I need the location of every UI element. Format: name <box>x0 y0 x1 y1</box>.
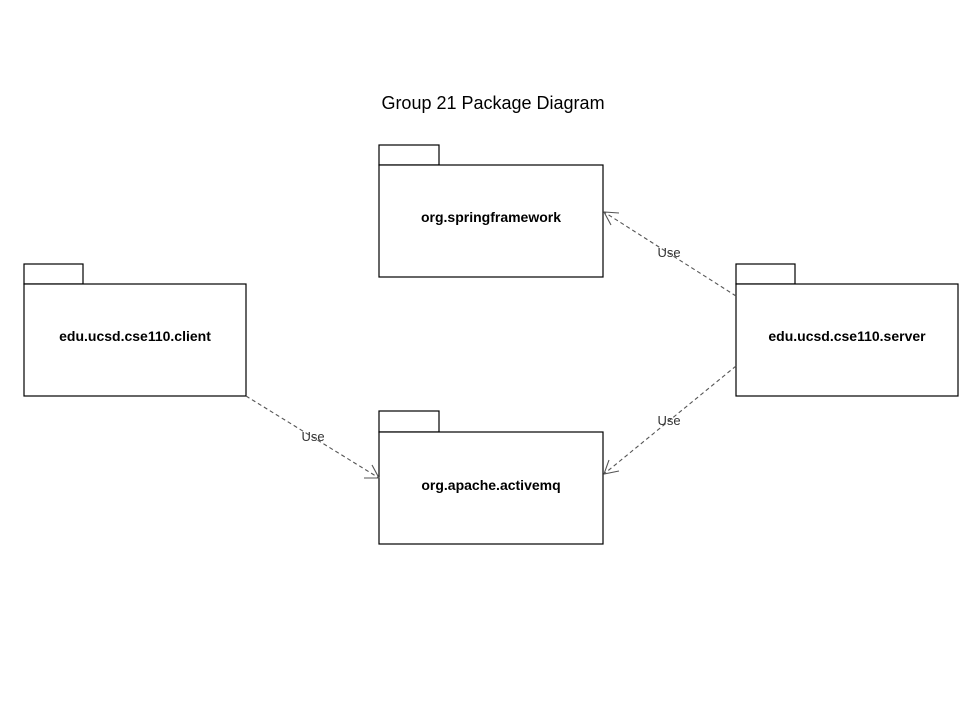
package-name: org.springframework <box>421 209 561 225</box>
dependency-line <box>603 211 737 297</box>
dependency-label: Use <box>657 245 680 260</box>
package-tab <box>378 144 440 166</box>
package-tab <box>735 263 796 285</box>
dependency-server-activemq[interactable]: Use <box>603 365 737 475</box>
package-springframework[interactable]: org.springframework <box>378 144 604 278</box>
dependency-line <box>603 365 737 475</box>
package-name: edu.ucsd.cse110.client <box>59 328 211 344</box>
dependency-label: Use <box>301 429 324 444</box>
package-name: edu.ucsd.cse110.server <box>768 328 926 344</box>
package-activemq[interactable]: org.apache.activemq <box>378 410 604 545</box>
dependency-client-activemq[interactable]: Use <box>245 395 380 479</box>
package-body <box>735 283 959 397</box>
package-body <box>378 431 604 545</box>
dependency-line <box>245 395 380 479</box>
dependency-arrowhead <box>603 211 620 226</box>
package-tab <box>23 263 84 285</box>
package-client[interactable]: edu.ucsd.cse110.client <box>23 263 247 397</box>
package-tab <box>378 410 440 433</box>
package-server[interactable]: edu.ucsd.cse110.server <box>735 263 959 397</box>
dependency-arrowhead <box>603 459 620 475</box>
package-body <box>23 283 247 397</box>
package-body <box>378 164 604 278</box>
package-name: org.apache.activemq <box>421 477 560 493</box>
dependency-label: Use <box>657 413 680 428</box>
diagram-title: Group 21 Package Diagram <box>381 93 604 113</box>
dependency-arrowhead <box>364 464 380 479</box>
dependency-server-springframework[interactable]: Use <box>603 211 737 297</box>
